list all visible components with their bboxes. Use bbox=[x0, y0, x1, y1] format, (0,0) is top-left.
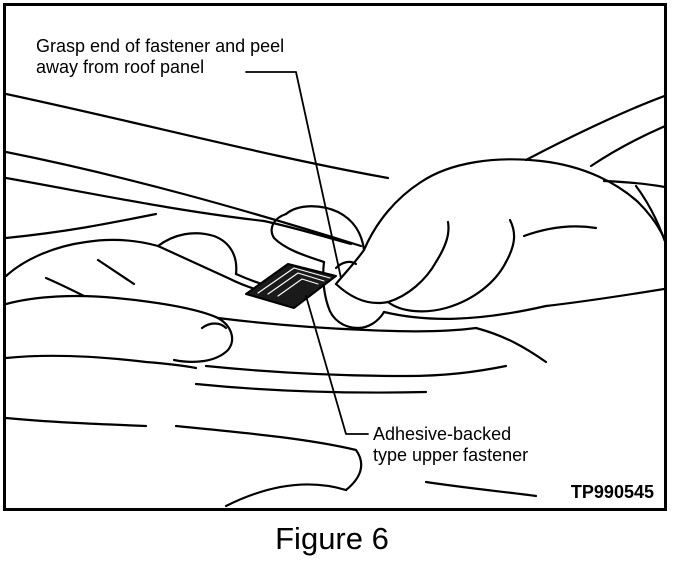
headliner-lower-curve bbox=[174, 424, 363, 492]
right-finger-3 bbox=[326, 304, 386, 330]
roof-trim-diagonal bbox=[6, 212, 158, 240]
left-index bbox=[6, 294, 220, 320]
roof-trim-right-edge bbox=[634, 184, 664, 242]
figure-frame: Grasp end of fastener and peel away from… bbox=[3, 3, 667, 511]
right-hand-lower-edge bbox=[382, 304, 548, 320]
headliner-lower-edge bbox=[224, 483, 348, 508]
fastener-ridge-2 bbox=[267, 272, 325, 295]
callout-grasp-fastener: Grasp end of fastener and peel away from… bbox=[36, 36, 285, 77]
leader-line-adhesive bbox=[305, 295, 369, 435]
fastener bbox=[245, 263, 337, 309]
right-finger-2 bbox=[386, 260, 508, 313]
right-palm-crease bbox=[522, 225, 598, 238]
roof-trim-inner-line bbox=[6, 176, 266, 223]
roof-panel-edge-upper bbox=[6, 92, 390, 180]
roof-trim-rail-top bbox=[524, 95, 664, 162]
headliner-panel bbox=[6, 316, 548, 508]
roof-trim-rail-bottom bbox=[589, 125, 664, 168]
left-knuckle-line bbox=[96, 258, 136, 286]
right-nail bbox=[334, 260, 358, 270]
fastener-ridge-1 bbox=[257, 267, 331, 294]
right-finger-1-tip bbox=[434, 220, 450, 264]
leader-line-grasp bbox=[245, 71, 342, 279]
left-knuckle-line-2 bbox=[44, 276, 86, 298]
right-finger-2-tip bbox=[504, 218, 516, 264]
headliner-fold bbox=[204, 364, 508, 378]
right-wrist bbox=[544, 287, 664, 308]
figure-caption: Figure 6 bbox=[275, 521, 389, 556]
left-middle-finger bbox=[6, 354, 198, 370]
headliner-bottom-line bbox=[424, 480, 538, 498]
left-hand bbox=[6, 232, 294, 370]
leader-lines bbox=[245, 71, 369, 435]
callout-adhesive-fastener: Adhesive-backed type upper fastener bbox=[373, 424, 529, 465]
right-thumb-knuckle bbox=[270, 212, 326, 264]
illustration bbox=[6, 71, 664, 508]
roof-trim-lines bbox=[6, 92, 664, 248]
fastener-body bbox=[245, 263, 337, 309]
left-hand-outline bbox=[6, 232, 238, 278]
left-nail bbox=[200, 322, 228, 330]
left-index-tip bbox=[172, 316, 234, 363]
roof-panel-edge-lower bbox=[6, 150, 363, 248]
headliner-top-edge bbox=[216, 316, 478, 333]
right-finger-1 bbox=[334, 260, 438, 305]
headliner-fold-2 bbox=[194, 382, 428, 394]
right-thumb-top bbox=[334, 248, 366, 286]
right-hand-outline bbox=[284, 158, 664, 252]
fastener-ridge-3 bbox=[277, 278, 319, 297]
headliner-bulge bbox=[474, 326, 548, 364]
headliner-left-lower bbox=[6, 416, 148, 428]
drawing-code: TP990545 bbox=[570, 482, 654, 502]
right-hand bbox=[270, 158, 664, 330]
